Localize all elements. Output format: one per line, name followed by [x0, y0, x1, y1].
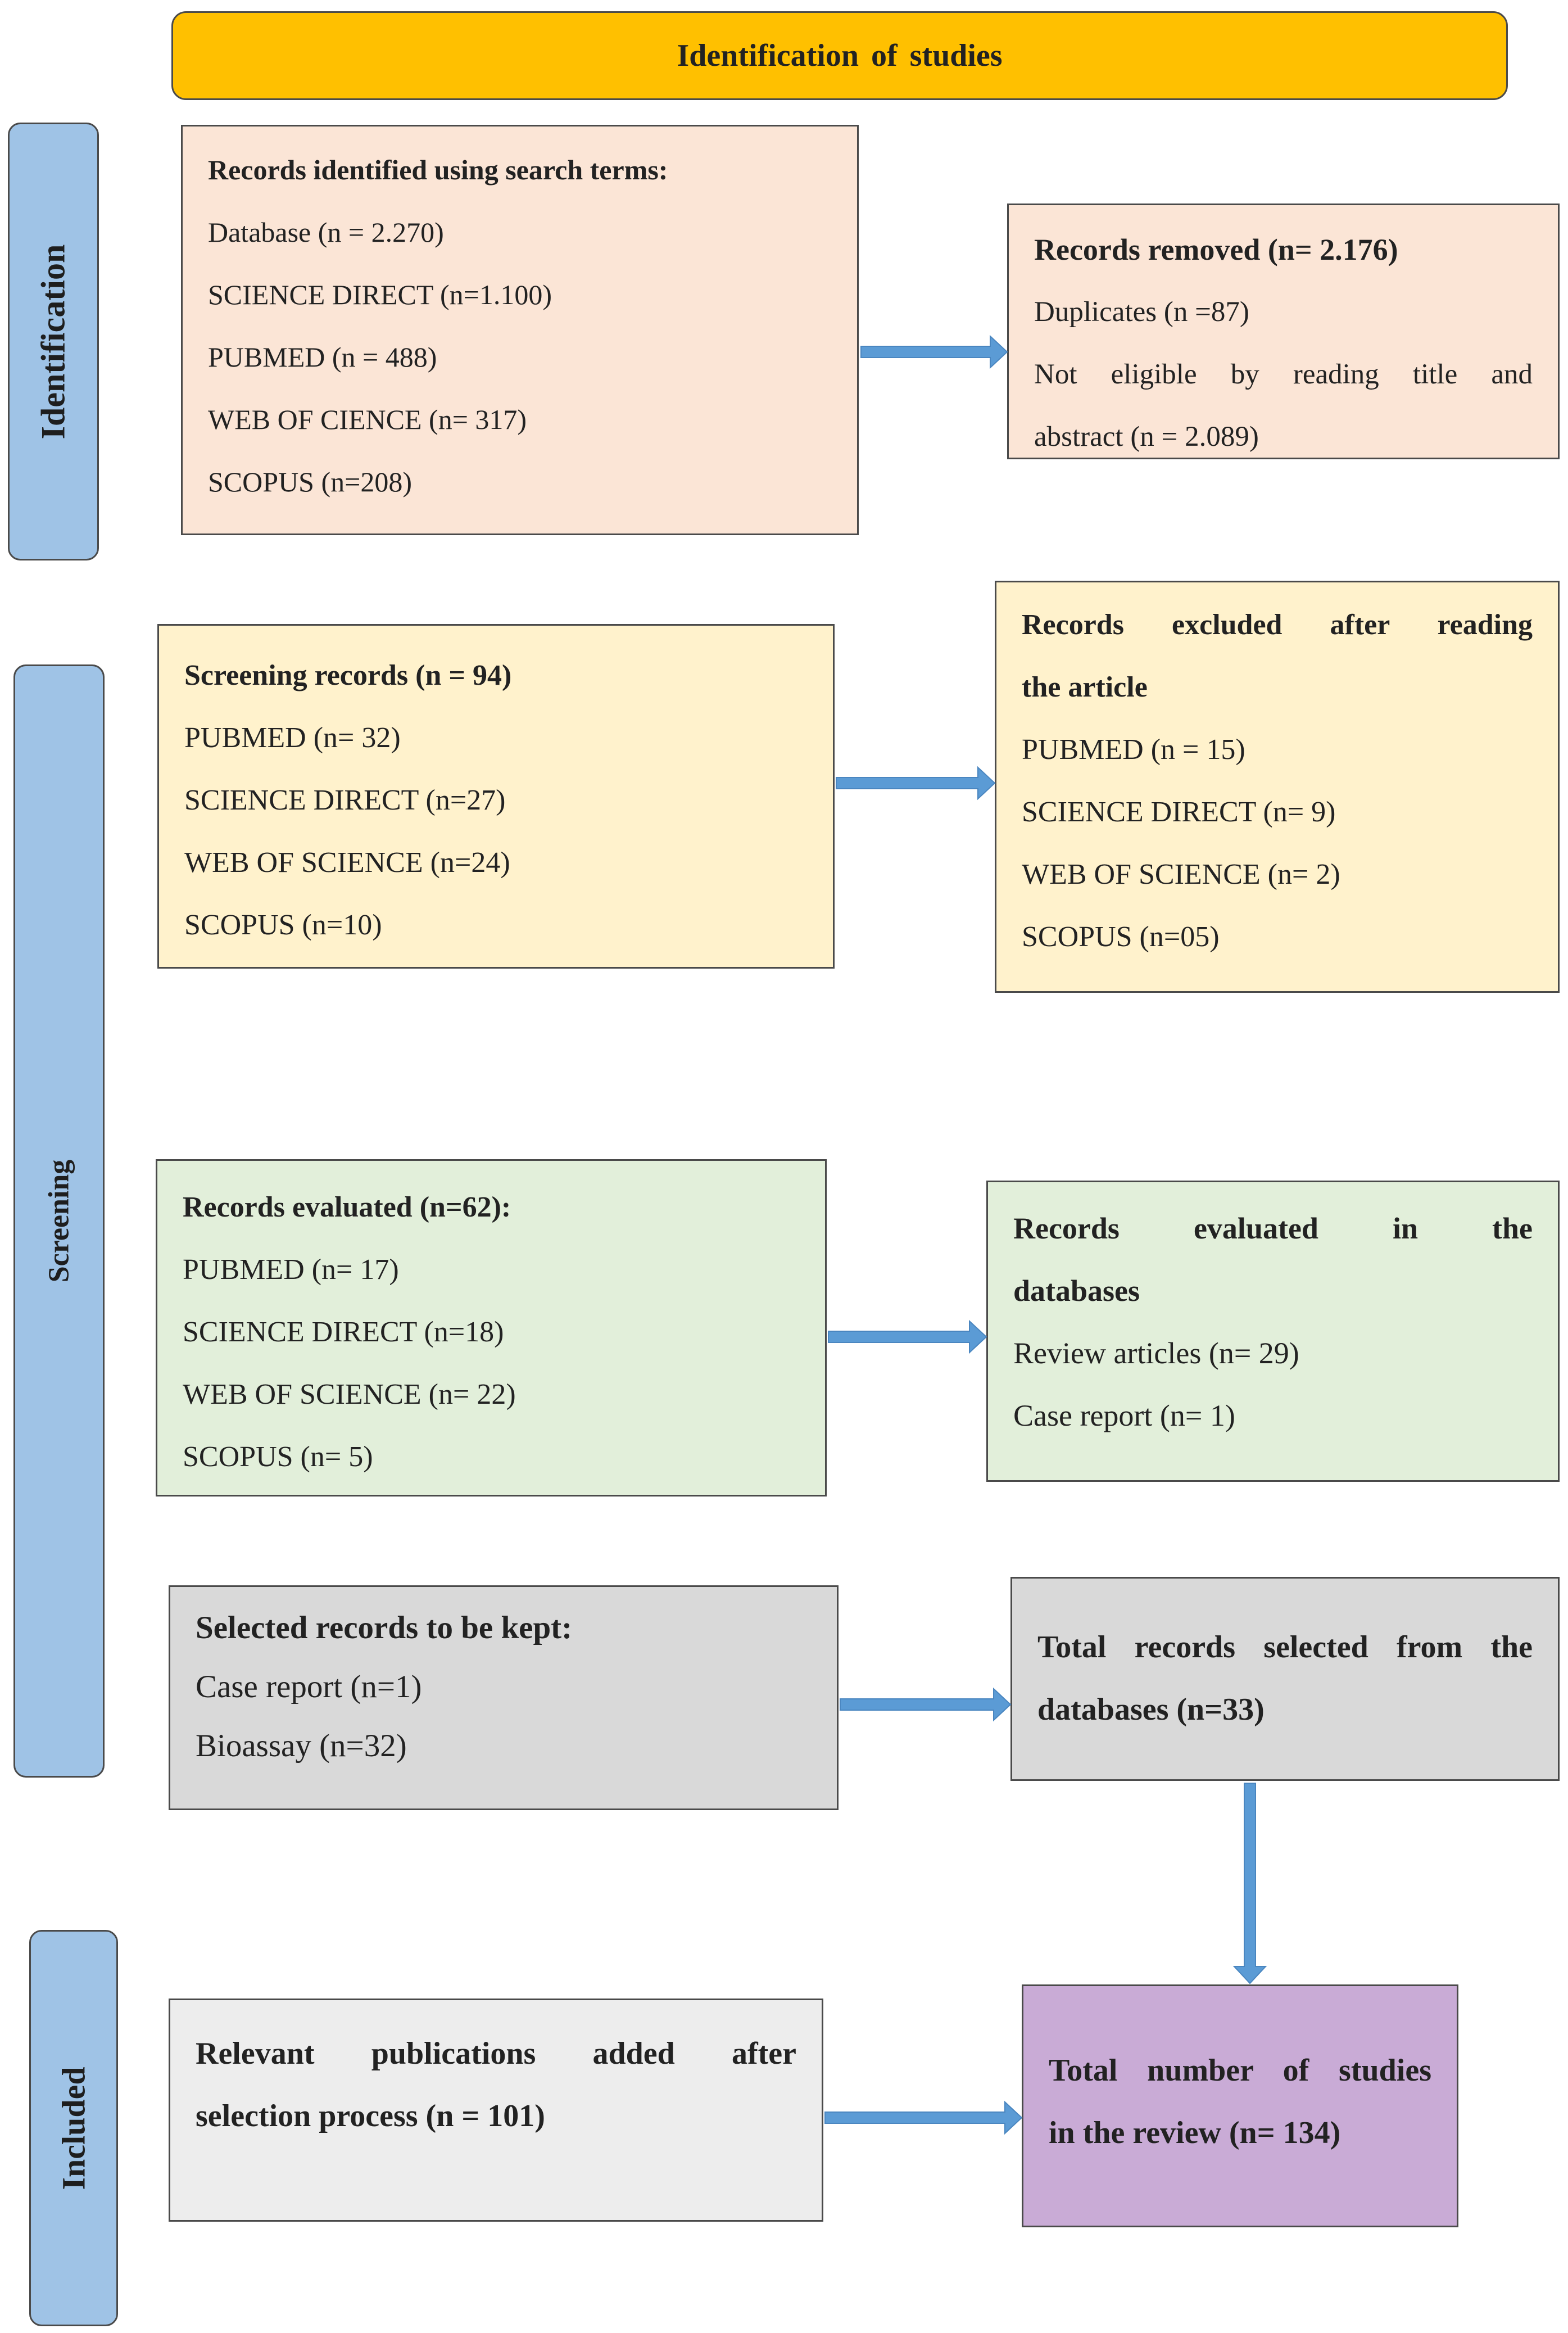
total-selected-box: Total records selected from the database…: [1010, 1577, 1560, 1781]
list-item: WEB OF SCIENCE (n=24): [184, 847, 510, 879]
arrow-total-selected-to-total-studies: [1232, 1783, 1267, 1984]
arrow-screening-to-excluded: [836, 766, 996, 801]
list-item: SCOPUS (n=208): [208, 466, 412, 498]
header-banner: Identification of studies: [171, 11, 1508, 100]
list-item: Not eligible by reading title and: [1034, 359, 1533, 390]
list-item: PUBMED (n = 488): [208, 341, 437, 373]
arrow-kept-to-total-selected: [840, 1687, 1012, 1722]
screening-records-box: Screening records (n = 94) PUBMED (n= 32…: [157, 624, 835, 969]
total-studies-box: Total number of studies in the review (n…: [1022, 1984, 1458, 2227]
list-item: PUBMED (n= 17): [183, 1254, 399, 1286]
records-excluded-box: Records excluded after reading the artic…: [995, 581, 1560, 993]
screening-records-title: Screening records (n = 94): [184, 659, 512, 691]
list-item: abstract (n = 2.089): [1034, 421, 1259, 453]
records-removed-box: Records removed (n= 2.176) Duplicates (n…: [1007, 204, 1560, 459]
records-evaluated-title: Records evaluated (n=62):: [183, 1191, 511, 1223]
list-item: SCOPUS (n= 5): [183, 1441, 373, 1473]
records-evaluated-databases-title-cont: databases: [1013, 1274, 1140, 1308]
list-item: SCIENCE DIRECT (n=18): [183, 1316, 504, 1348]
stage-included: Included: [29, 1930, 118, 2326]
list-item: SCOPUS (n=10): [184, 909, 382, 941]
list-item: SCOPUS (n=05): [1022, 921, 1220, 953]
list-item: Case report (n= 1): [1013, 1399, 1235, 1432]
records-identified-title: Records identified using search terms:: [208, 154, 668, 186]
publications-added-line2: selection process (n = 101): [196, 2099, 545, 2133]
total-selected-line1: Total records selected from the: [1037, 1630, 1533, 1665]
selected-records-box: Selected records to be kept: Case report…: [169, 1585, 839, 1810]
list-item: WEB OF SCIENCE (n= 22): [183, 1378, 516, 1410]
records-identified-box: Records identified using search terms: D…: [181, 125, 859, 535]
stage-screening: Screening: [13, 664, 105, 1778]
publications-added-box: Relevant publications added after select…: [169, 1999, 823, 2222]
list-item: Database (n = 2.270): [208, 216, 444, 248]
list-item: SCIENCE DIRECT (n=27): [184, 784, 506, 816]
records-evaluated-box: Records evaluated (n=62): PUBMED (n= 17)…: [156, 1159, 827, 1496]
list-item: SCIENCE DIRECT (n=1.100): [208, 279, 552, 310]
total-studies-line2: in the review (n= 134): [1049, 2115, 1341, 2150]
list-item: PUBMED (n = 15): [1022, 734, 1245, 766]
arrow-evaluated-to-databases: [828, 1319, 987, 1354]
arrow-added-to-total-studies: [824, 2100, 1023, 2135]
list-item: Review articles (n= 29): [1013, 1336, 1299, 1370]
list-item: Bioassay (n=32): [196, 1728, 407, 1764]
list-item: PUBMED (n= 32): [184, 722, 401, 754]
records-evaluated-databases-title: Records evaluated in the: [1013, 1211, 1533, 1245]
header-title: Identification of studies: [677, 38, 1003, 73]
records-removed-title: Records removed (n= 2.176): [1034, 233, 1398, 266]
records-excluded-title: Records excluded after reading: [1022, 609, 1533, 641]
records-evaluated-databases-box: Records evaluated in the databases Revie…: [986, 1181, 1560, 1482]
list-item: Case report (n=1): [196, 1669, 422, 1704]
total-studies-line1: Total number of studies: [1049, 2053, 1431, 2088]
list-item: SCIENCE DIRECT (n= 9): [1022, 796, 1336, 828]
records-excluded-title-cont: the article: [1022, 671, 1148, 703]
publications-added-line1: Relevant publications added after: [196, 2036, 796, 2071]
list-item: WEB OF CIENCE (n= 317): [208, 404, 527, 435]
stage-identification: Identification: [8, 123, 99, 560]
arrow-identified-to-removed: [860, 334, 1008, 369]
selected-records-title: Selected records to be kept:: [196, 1610, 573, 1645]
list-item: Duplicates (n =87): [1034, 296, 1249, 328]
total-selected-line2: databases (n=33): [1037, 1692, 1265, 1727]
list-item: WEB OF SCIENCE (n= 2): [1022, 858, 1340, 890]
